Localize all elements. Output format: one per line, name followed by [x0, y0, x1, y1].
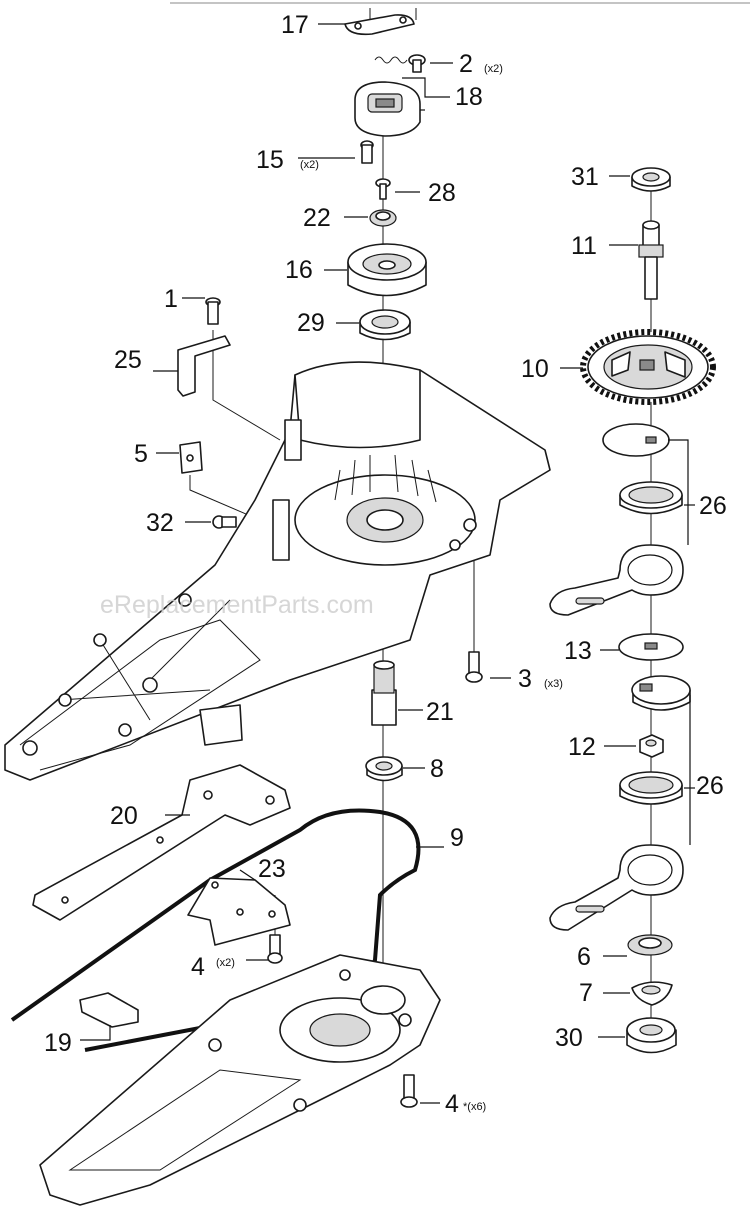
part-15-screw [360, 140, 374, 164]
callout-15-qty: (x2) [300, 159, 319, 171]
callout-11: 11 [571, 232, 597, 260]
part-30-bearing [626, 1017, 677, 1054]
callout-4-set-qty: *(x6) [463, 1101, 486, 1113]
part-22-washer [369, 209, 397, 227]
callout-17: 17 [281, 11, 309, 39]
callout-10: 10 [521, 355, 549, 383]
part-20-plate [32, 764, 291, 921]
callout-32: 32 [146, 509, 174, 537]
callout-20: 20 [110, 802, 138, 830]
callout-6: 6 [577, 943, 591, 971]
connecting-rod-upper [549, 544, 684, 616]
part-4-screw-set [400, 1074, 418, 1108]
part-10-gear [580, 329, 716, 405]
callout-8: 8 [430, 755, 444, 783]
callout-25: 25 [114, 346, 142, 374]
part-2-screw [408, 54, 426, 73]
part-13-disc [618, 633, 684, 661]
callout-5: 5 [134, 440, 148, 468]
callout-4-set: 4 [445, 1090, 459, 1118]
connecting-rod-lower [549, 844, 684, 931]
part-31-bearing [631, 167, 671, 192]
cam-disc-upper [602, 423, 670, 457]
part-3-screw [465, 651, 483, 683]
part-23-bracket [187, 877, 291, 946]
callout-2: 2 [459, 50, 473, 78]
callout-28: 28 [428, 179, 456, 207]
callout-22: 22 [303, 204, 331, 232]
part-7-cam [631, 981, 673, 1006]
callout-12: 12 [568, 733, 596, 761]
leader-lines [80, 23, 695, 1104]
part-32-screw [212, 515, 237, 529]
callout-16: 16 [285, 256, 313, 284]
callout-19: 19 [44, 1029, 72, 1057]
callout-26-lower: 26 [696, 772, 724, 800]
callout-1: 1 [164, 285, 178, 313]
callout-3: 3 [518, 665, 532, 693]
part-11-shaft [638, 220, 664, 300]
watermark: eReplacementParts.com [100, 591, 374, 619]
part-8-bearing [365, 756, 403, 782]
part-29-bearing [359, 309, 411, 341]
part-16-cup [347, 243, 427, 297]
callout-9: 9 [450, 824, 464, 852]
part-1-screw [205, 297, 221, 325]
part-18-switch-block [354, 56, 421, 137]
callout-13: 13 [564, 637, 592, 665]
callout-18: 18 [455, 83, 483, 111]
part-25-lever [177, 335, 281, 441]
part-12-nut [639, 734, 664, 758]
upper-gear-housing [4, 361, 551, 781]
callout-7: 7 [579, 979, 593, 1007]
callout-26-upper: 26 [699, 492, 727, 520]
lower-housing-cover [39, 954, 441, 1206]
callout-23: 23 [258, 855, 286, 883]
cam-disc-lower [631, 675, 691, 711]
callout-4-pair: 4 [191, 953, 205, 981]
part-19-clip [79, 992, 139, 1028]
callout-30: 30 [555, 1024, 583, 1052]
callout-15: 15 [256, 146, 284, 174]
part-17-bracket-plate [344, 8, 417, 36]
callout-29: 29 [297, 309, 325, 337]
part-6-washer [627, 934, 673, 956]
part-26-ring-lower [619, 771, 683, 805]
callout-31: 31 [571, 163, 599, 191]
callout-21: 21 [426, 698, 454, 726]
callout-labels: 17 2 (x2) 18 15 (x2) 28 22 16 1 29 25 5 … [44, 11, 727, 1118]
callout-4-pair-qty: (x2) [216, 957, 235, 969]
part-26-ring-upper [619, 481, 683, 515]
part-4-screw-pair [267, 934, 283, 964]
part-5-clip [179, 441, 261, 521]
part-21-pinion [371, 660, 397, 726]
callout-2-qty: (x2) [484, 63, 503, 75]
part-28-screw [375, 178, 391, 200]
callout-3-qty: (x3) [544, 678, 563, 690]
